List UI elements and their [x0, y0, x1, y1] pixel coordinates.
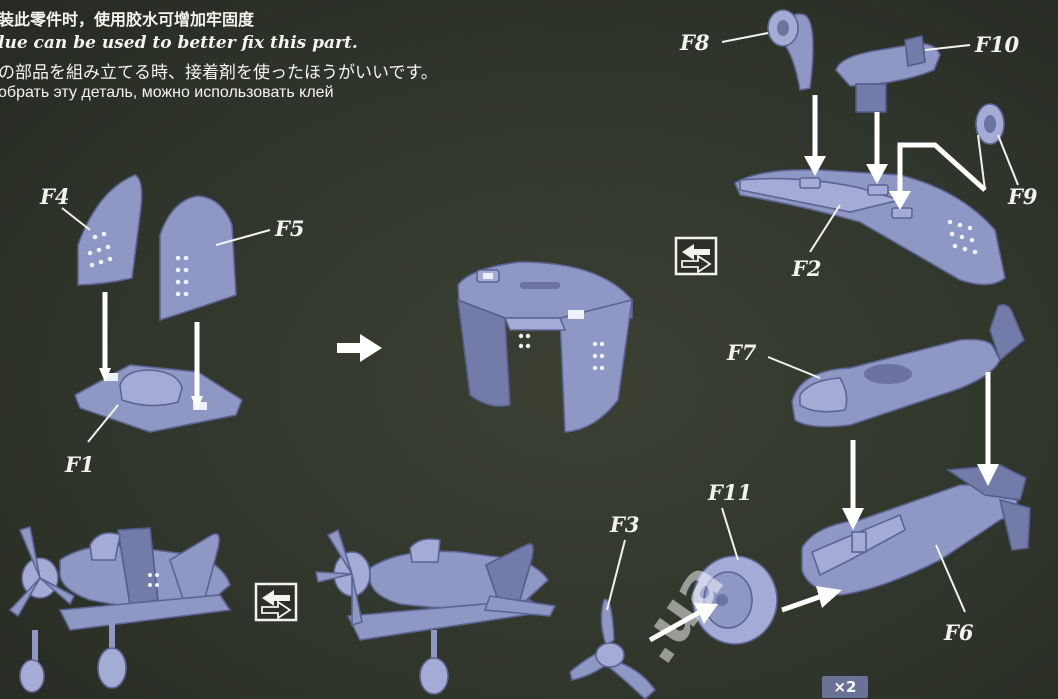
part-f6-fuselage-bottom	[801, 464, 1031, 596]
assembled-plane-left	[8, 525, 232, 693]
part-f8-landing-gear	[767, 9, 814, 91]
quantity-badge: ×2	[822, 676, 868, 698]
label-f1: F1	[64, 452, 95, 477]
part-f7-fuselage-top	[791, 304, 1025, 428]
assembled-tail	[457, 261, 633, 433]
swap-arrows-icon	[254, 582, 298, 622]
label-f5: F5	[274, 216, 305, 241]
glue-note-chinese: 装此零件时，使用胶水可增加牢固度	[0, 10, 255, 29]
label-f8: F8	[679, 30, 710, 55]
part-f10-bomb	[835, 35, 941, 113]
label-f4: F4	[39, 184, 70, 209]
part-f11-cowl	[692, 555, 778, 645]
part-f5-fin	[159, 195, 237, 322]
part-f1-base	[74, 364, 243, 433]
label-f3: F3	[609, 512, 640, 537]
label-f6: F6	[943, 620, 974, 645]
part-f3-propeller	[569, 598, 657, 699]
label-f11: F11	[707, 480, 752, 505]
part-f2-wing	[733, 168, 1006, 286]
quantity-badge-text: ×2	[833, 678, 857, 696]
part-f4-fin	[77, 174, 143, 286]
label-f10: F10	[974, 32, 1020, 57]
label-f2: F2	[791, 256, 822, 281]
label-f9: F9	[1007, 184, 1038, 209]
assembled-plane-right	[315, 528, 557, 695]
swap-arrows-icon	[674, 236, 718, 276]
glue-note-english: lue can be used to better fix this part.	[0, 33, 358, 53]
glue-note-russian: обрать эту деталь, можно использовать кл…	[0, 84, 334, 101]
label-f7: F7	[726, 340, 757, 365]
glue-note-japanese: の部品を組み立てる時、接着剤を使ったほうがいいです。	[0, 63, 438, 83]
right-arrow-icon	[337, 334, 382, 362]
